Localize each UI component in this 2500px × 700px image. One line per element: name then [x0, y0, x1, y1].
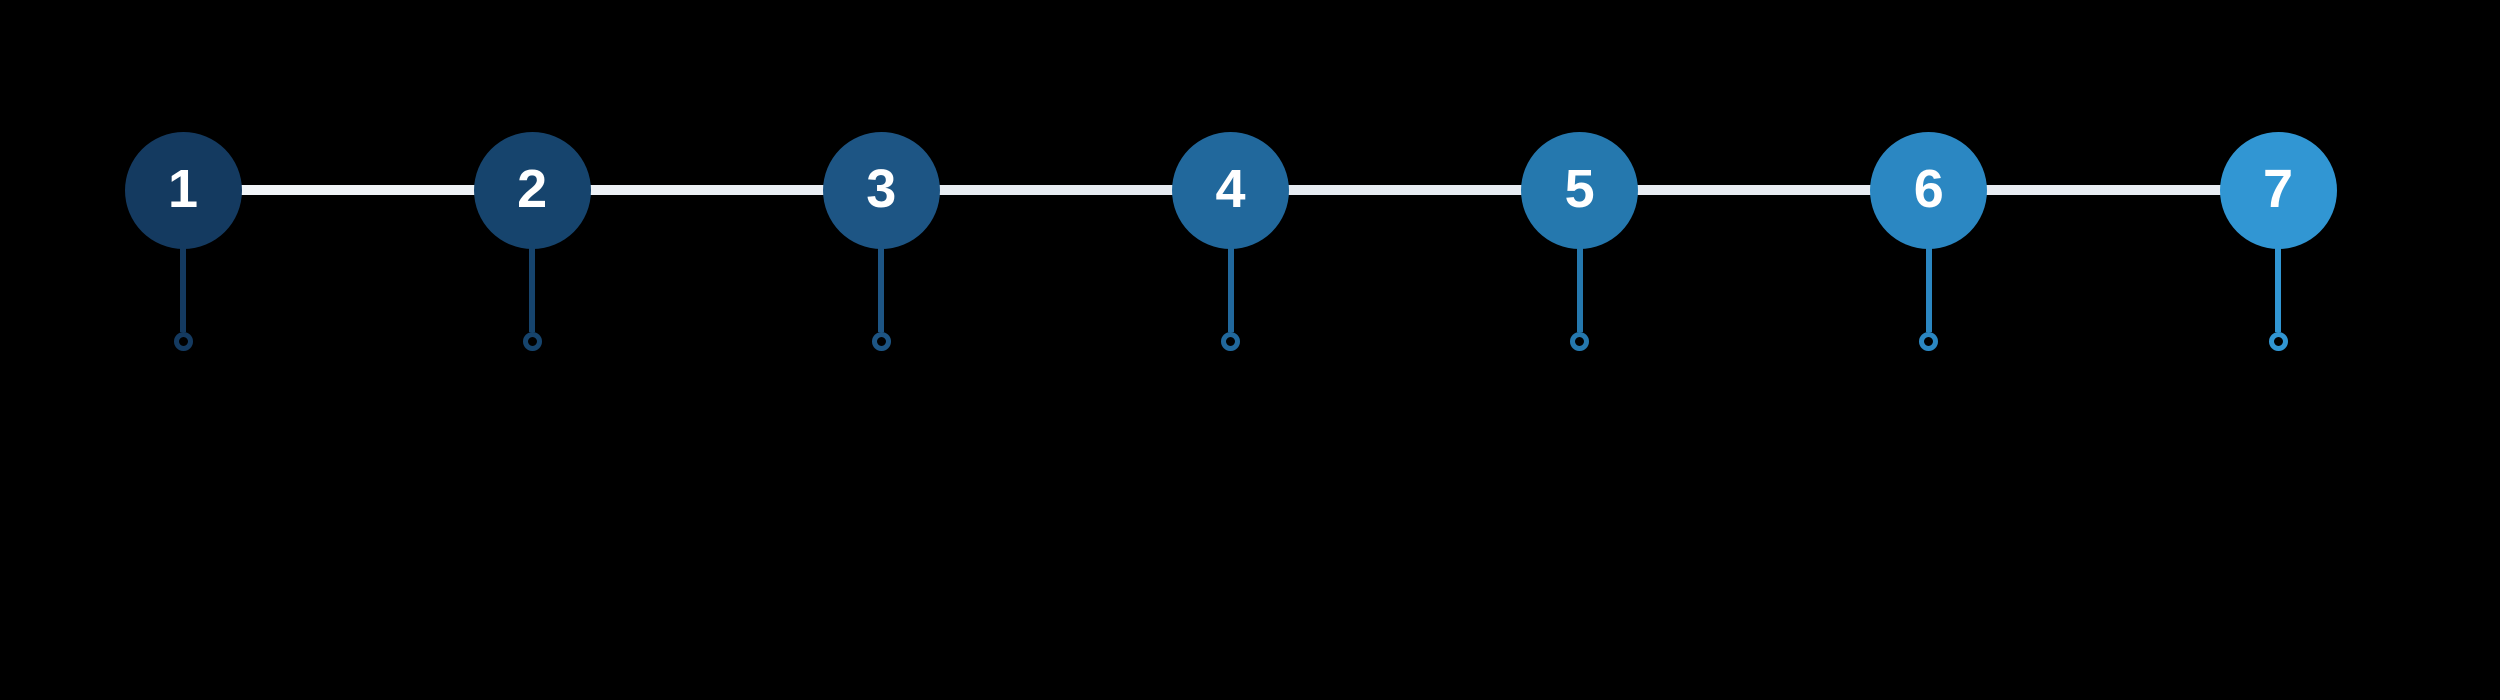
step-number-label: 2	[517, 159, 548, 219]
step-stem-line	[1227, 247, 1234, 332]
step-number-circle: 1	[124, 131, 242, 249]
step-number-circle: 7	[2219, 131, 2337, 249]
step-ring-marker-icon	[173, 332, 193, 351]
step-stem-line	[878, 247, 885, 332]
step-ring-marker-icon	[1221, 332, 1240, 351]
step-number-label: 5	[1564, 159, 1595, 219]
step-stem-line	[180, 247, 186, 332]
step-number-label: 4	[1215, 159, 1246, 219]
step-ring-marker-icon	[1919, 332, 1939, 351]
step-number-label: 1	[167, 159, 199, 219]
step-ring-marker-icon	[2268, 332, 2288, 351]
step-stem-line	[1576, 247, 1583, 332]
step-ring-marker-icon	[522, 332, 542, 351]
step-number-label: 7	[2262, 159, 2294, 219]
step-number-circle: 4	[1172, 131, 1289, 249]
step-number-label: 6	[1913, 159, 1944, 219]
step-number-circle: 5	[1521, 131, 1639, 249]
step-ring-marker-icon	[1570, 332, 1590, 351]
step-number-circle: 2	[473, 131, 591, 249]
step-stem-line	[529, 247, 536, 332]
step-stem-line	[1925, 247, 1932, 332]
step-number-circle: 6	[1870, 131, 1988, 249]
step-ring-marker-icon	[871, 332, 891, 351]
step-number-label: 3	[866, 159, 897, 219]
step-stem-line	[2275, 247, 2281, 332]
step-number-circle: 3	[822, 131, 940, 249]
